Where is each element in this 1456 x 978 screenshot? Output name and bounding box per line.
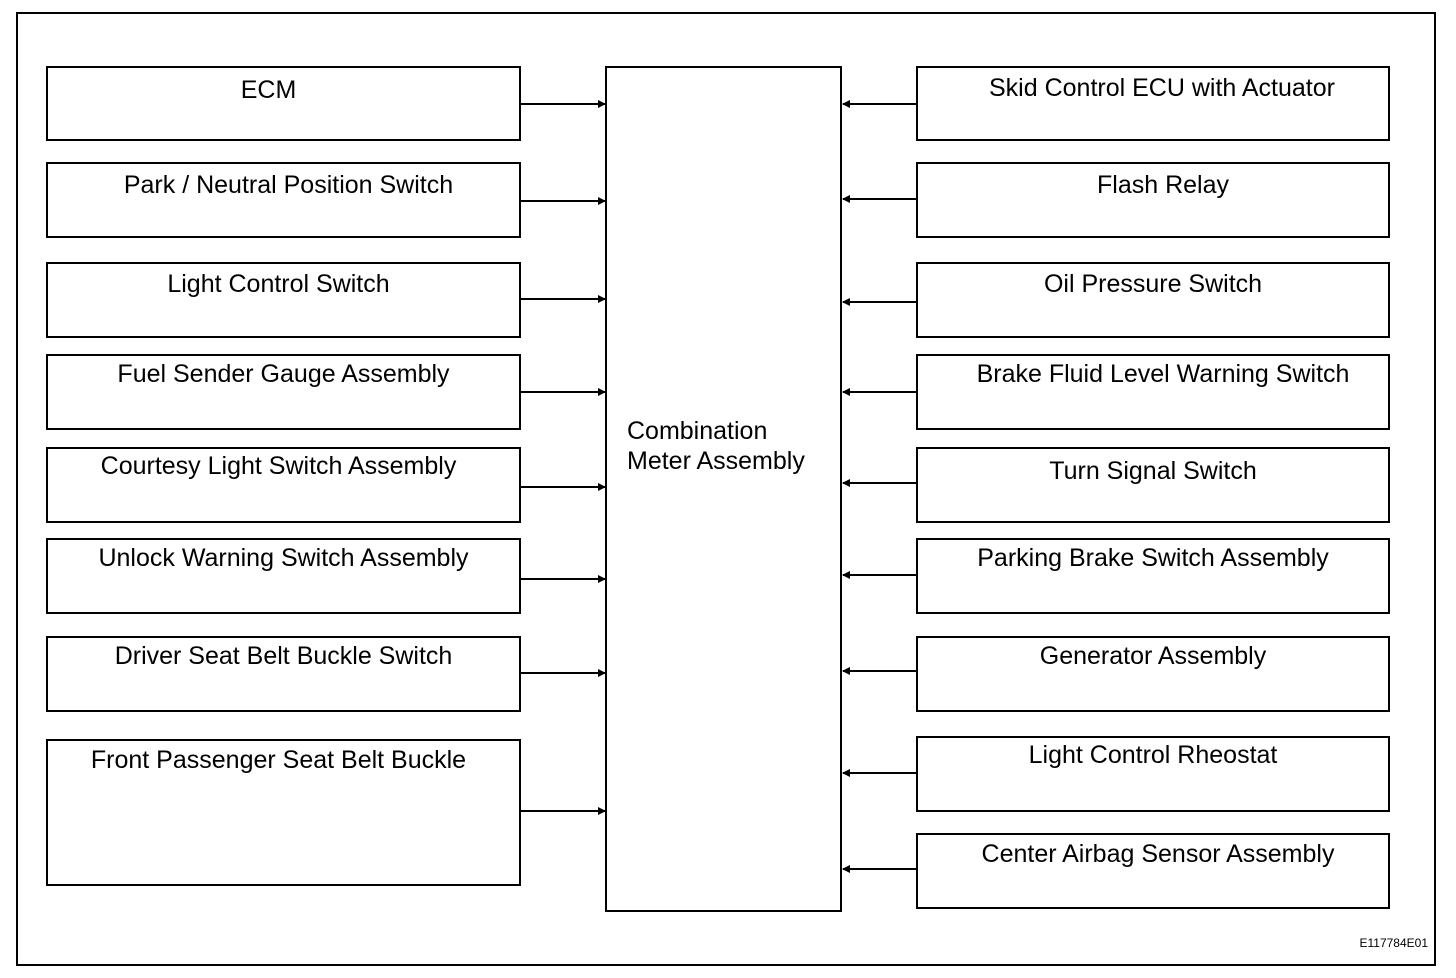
ecm-label: ECM — [240, 76, 297, 104]
unlock-warning-box: Unlock Warning Switch Assembly — [46, 538, 521, 614]
center-airbag-sensor-box: Center Airbag Sensor Assembly — [916, 833, 1390, 909]
front-passenger-seat-belt-label: Front Passenger Seat Belt Buckle — [90, 746, 467, 774]
combination-meter-label: Combination Meter Assembly — [627, 417, 805, 475]
light-control-switch-label: Light Control Switch — [167, 270, 390, 298]
figure-code: E117784E01 — [1359, 936, 1428, 950]
park-neutral-switch-box: Park / Neutral Position Switch — [46, 162, 521, 238]
light-control-switch-box: Light Control Switch — [46, 262, 521, 338]
park-neutral-switch-label: Park / Neutral Position Switch — [123, 171, 454, 199]
parking-brake-switch-label: Parking Brake Switch Assembly — [977, 544, 1329, 572]
light-control-rheostat-box: Light Control Rheostat — [916, 736, 1390, 812]
unlock-warning-label: Unlock Warning Switch Assembly — [98, 544, 469, 572]
brake-fluid-switch-box: Brake Fluid Level Warning Switch — [916, 354, 1390, 430]
ecm-box: ECM — [46, 66, 521, 141]
combination-meter-box: Combination Meter Assembly — [605, 66, 842, 912]
turn-signal-switch-label: Turn Signal Switch — [1049, 457, 1257, 485]
skid-control-ecu-box: Skid Control ECU with Actuator — [916, 66, 1390, 141]
center-airbag-sensor-label: Center Airbag Sensor Assembly — [981, 840, 1335, 868]
driver-seat-belt-box: Driver Seat Belt Buckle Switch — [46, 636, 521, 712]
generator-label: Generator Assembly — [1039, 642, 1267, 670]
flash-relay-box: Flash Relay — [916, 162, 1390, 238]
skid-control-ecu-label: Skid Control ECU with Actuator — [989, 74, 1335, 102]
parking-brake-switch-box: Parking Brake Switch Assembly — [916, 538, 1390, 614]
generator-box: Generator Assembly — [916, 636, 1390, 712]
brake-fluid-switch-label: Brake Fluid Level Warning Switch — [976, 360, 1350, 388]
light-control-rheostat-label: Light Control Rheostat — [1028, 741, 1278, 769]
driver-seat-belt-label: Driver Seat Belt Buckle Switch — [114, 642, 453, 670]
courtesy-light-box: Courtesy Light Switch Assembly — [46, 447, 521, 523]
diagram-frame — [16, 12, 1436, 966]
oil-pressure-switch-label: Oil Pressure Switch — [1043, 270, 1263, 298]
courtesy-light-label: Courtesy Light Switch Assembly — [100, 452, 457, 480]
fuel-sender-label: Fuel Sender Gauge Assembly — [117, 360, 450, 388]
oil-pressure-switch-box: Oil Pressure Switch — [916, 262, 1390, 338]
front-passenger-seat-belt-box: Front Passenger Seat Belt Buckle — [46, 739, 521, 886]
fuel-sender-box: Fuel Sender Gauge Assembly — [46, 354, 521, 430]
turn-signal-switch-box: Turn Signal Switch — [916, 447, 1390, 523]
flash-relay-label: Flash Relay — [1097, 171, 1229, 199]
